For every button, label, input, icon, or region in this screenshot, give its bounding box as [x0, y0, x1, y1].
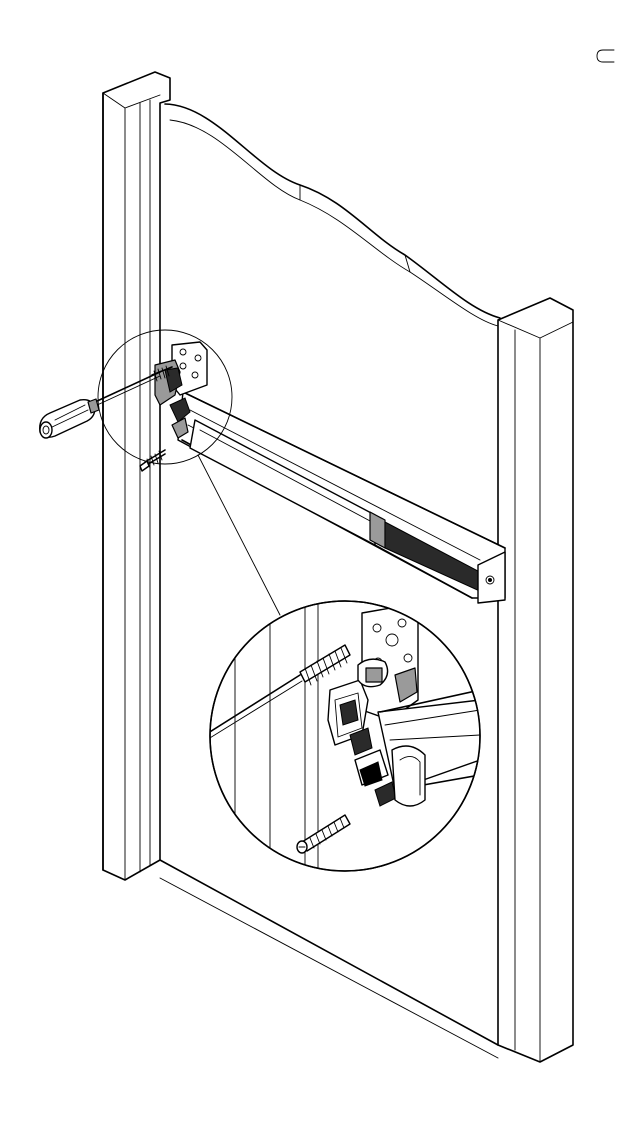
end-plate: [477, 551, 506, 604]
push-pad: [189, 419, 376, 546]
detail-magnified-view: [209, 600, 481, 872]
end-bracket-mechanism: [154, 341, 208, 439]
door-frame: [102, 71, 574, 1063]
door-leaf: [159, 103, 501, 1059]
detail-callout-circle: [97, 329, 281, 616]
corner-mark: [596, 49, 615, 63]
screwdriver: [39, 365, 173, 439]
panic-exit-bar: [177, 391, 506, 604]
callout-leader: [197, 454, 281, 616]
mounting-screw: [139, 449, 166, 472]
